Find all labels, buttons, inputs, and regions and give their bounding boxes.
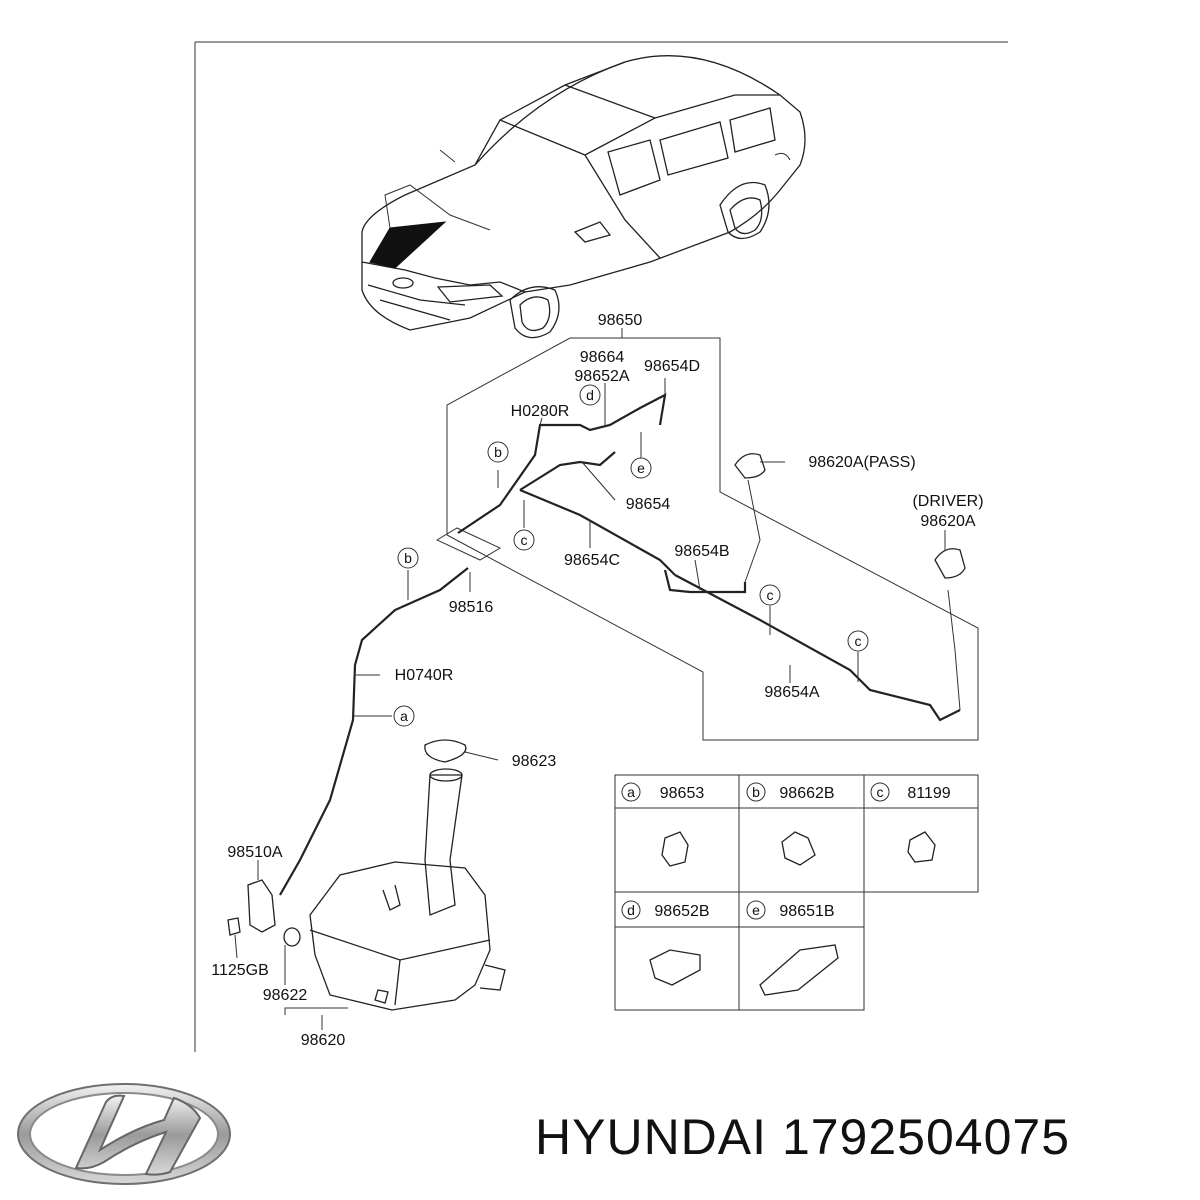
legend-cell-d: d 98652B [621, 900, 710, 986]
label-H0280R: H0280R [511, 403, 570, 420]
svg-text:c: c [767, 587, 774, 603]
hose-98654C [457, 393, 667, 534]
svg-text:98651B: 98651B [779, 903, 834, 920]
hose-pass-nozzle [744, 479, 761, 583]
nozzle-driver-icon [934, 548, 966, 579]
clip-81199-icon [907, 831, 936, 863]
clip-98653-icon [661, 831, 689, 867]
svg-text:a: a [400, 708, 408, 724]
legend-cell-e: e 98651B [746, 900, 839, 996]
svg-text:81199: 81199 [907, 785, 950, 802]
callout-d: d [579, 384, 601, 406]
label-1125GB: 1125GB [211, 962, 269, 979]
label-98510A: 98510A [227, 844, 282, 861]
svg-text:98653: 98653 [660, 785, 705, 802]
svg-text:98652B: 98652B [654, 903, 709, 920]
callout-c-far-right: c [847, 630, 869, 652]
label-98654D: 98654D [644, 358, 700, 375]
car-illustration [361, 55, 806, 339]
callout-c-right: c [759, 584, 781, 606]
svg-text:d: d [627, 902, 635, 918]
hose-98654 [519, 451, 616, 491]
clip-98651B-icon [759, 944, 839, 996]
nozzle-pass-icon [734, 453, 766, 479]
parts-legend-table: a 98653 b 98662B c 81199 d 98652B e 9865… [614, 774, 979, 1011]
filler-cap-icon [424, 739, 467, 763]
hose-98654A [674, 574, 961, 722]
brand-name: HYUNDAI [535, 1109, 768, 1165]
callout-e: e [630, 457, 652, 479]
bolt-1125GB-icon [227, 917, 241, 936]
label-98620A-pass: 98620A(PASS) [808, 454, 915, 471]
callout-b-lower: b [397, 547, 419, 569]
legend-cell-c: c 81199 [870, 782, 951, 863]
assembly-outline [435, 328, 979, 741]
label-98654B: 98654B [674, 543, 729, 560]
legend-cell-b: b 98662B [746, 782, 835, 866]
svg-text:a: a [627, 784, 635, 800]
callout-a: a [393, 705, 415, 727]
grommet-98622-icon [283, 927, 301, 947]
hose-H0740R [279, 567, 469, 896]
label-driver-note: (DRIVER) [912, 493, 983, 510]
clip-98652B-icon [649, 949, 701, 986]
svg-text:98662B: 98662B [779, 785, 834, 802]
svg-text:e: e [637, 460, 645, 476]
label-98654C: 98654C [564, 552, 620, 569]
svg-text:c: c [855, 633, 862, 649]
svg-text:c: c [877, 784, 884, 800]
label-98516: 98516 [449, 599, 494, 616]
label-98622: 98622 [263, 987, 308, 1004]
part-number: 1792504075 [781, 1109, 1071, 1165]
pump-98510A-icon [247, 879, 276, 933]
label-98650: 98650 [598, 312, 643, 329]
label-H0740R: H0740R [395, 667, 454, 684]
hyundai-logo-icon [17, 1083, 231, 1185]
svg-text:b: b [404, 550, 412, 566]
svg-text:e: e [752, 902, 760, 918]
washer-reservoir-illustration [309, 739, 506, 1011]
label-98620A-driver: 98620A [920, 513, 975, 530]
svg-text:b: b [494, 444, 502, 460]
hose-driver-nozzle [947, 589, 961, 711]
label-98664: 98664 [580, 349, 625, 366]
brand-part-caption: HYUNDAI 1792504075 [535, 1108, 1070, 1166]
label-98620: 98620 [301, 1032, 346, 1049]
svg-text:b: b [752, 784, 760, 800]
hose-98654B [663, 569, 747, 594]
legend-cell-a: a 98653 [621, 782, 705, 867]
label-98654A: 98654A [764, 684, 819, 701]
label-98652A: 98652A [574, 368, 629, 385]
clip-98662B-icon [781, 831, 816, 866]
svg-text:c: c [521, 532, 528, 548]
svg-text:d: d [586, 387, 594, 403]
leader-lines [234, 328, 946, 1030]
callout-c-upper: c [513, 529, 535, 551]
label-98654: 98654 [626, 496, 671, 513]
label-98623: 98623 [512, 753, 557, 770]
callout-b-upper: b [487, 441, 509, 463]
hose-98654C-lower [519, 488, 676, 576]
